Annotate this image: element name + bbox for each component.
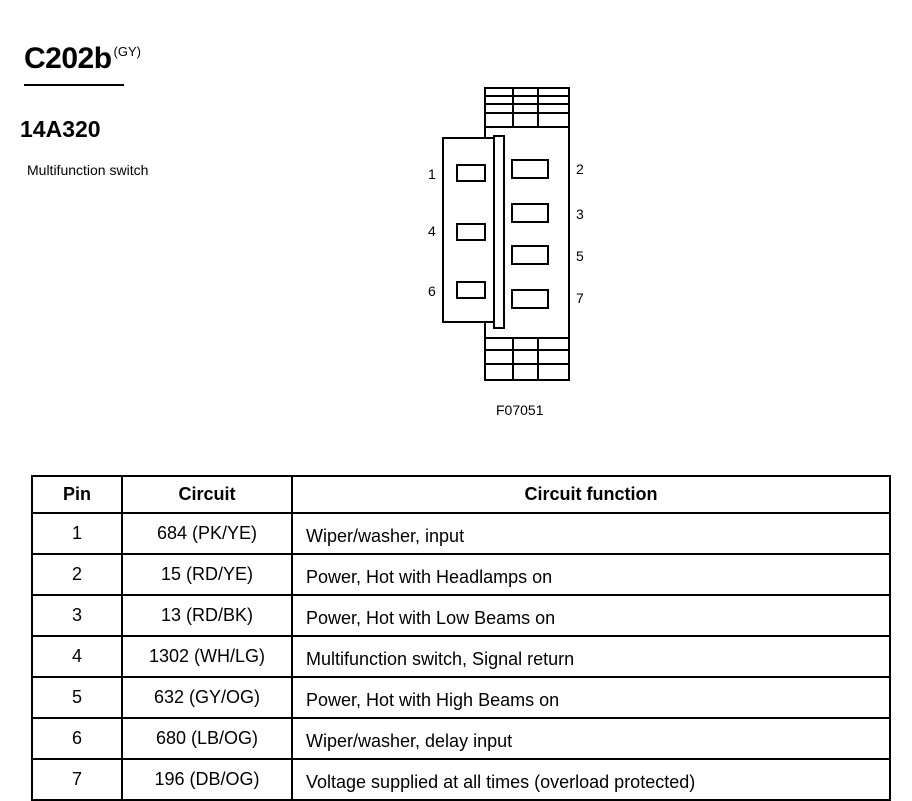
table-row: 4 1302 (WH/LG) Multifunction switch, Sig…: [31, 635, 891, 678]
function-cell: Voltage supplied at all times (overload …: [291, 758, 891, 801]
circuit-cell: 632 (GY/OG): [121, 676, 293, 719]
cavity-2: [511, 159, 549, 179]
circuit-cell: 680 (LB/OG): [121, 717, 293, 760]
header-circuit-function: Circuit function: [291, 475, 891, 514]
table-row: 1 684 (PK/YE) Wiper/washer, input: [31, 512, 891, 555]
function-cell: Power, Hot with High Beams on: [291, 676, 891, 719]
pin-table: Pin Circuit Circuit function 1 684 (PK/Y…: [31, 475, 891, 801]
part-name: Multifunction switch: [27, 162, 149, 178]
top-lock-grid: [485, 88, 569, 128]
pin-label-5: 5: [576, 248, 584, 264]
pin-cell: 2: [31, 553, 123, 596]
pin-label-2: 2: [576, 161, 584, 177]
function-cell: Wiper/washer, input: [291, 512, 891, 555]
header-circuit: Circuit: [121, 475, 293, 514]
cavity-1: [456, 164, 486, 182]
pin-cell: 6: [31, 717, 123, 760]
connector-color: (GY): [113, 44, 141, 59]
cavity-3: [511, 203, 549, 223]
connector-id: C202b: [24, 42, 112, 75]
pin-label-4: 4: [428, 223, 436, 239]
part-number: 14A320: [20, 116, 101, 142]
pin-label-1: 1: [428, 166, 436, 182]
cavity-6: [456, 281, 486, 299]
pin-label-6: 6: [428, 283, 436, 299]
function-cell: Power, Hot with Headlamps on: [291, 553, 891, 596]
table-row: 2 15 (RD/YE) Power, Hot with Headlamps o…: [31, 553, 891, 596]
pin-cell: 1: [31, 512, 123, 555]
table-row: 7 196 (DB/OG) Voltage supplied at all ti…: [31, 758, 891, 801]
latch-bar: [493, 135, 505, 329]
title-underline: [24, 84, 124, 86]
table-row: 6 680 (LB/OG) Wiper/washer, delay input: [31, 717, 891, 760]
circuit-cell: 15 (RD/YE): [121, 553, 293, 596]
header-pin: Pin: [31, 475, 123, 514]
pin-cell: 7: [31, 758, 123, 801]
function-cell: Wiper/washer, delay input: [291, 717, 891, 760]
table-row: 5 632 (GY/OG) Power, Hot with High Beams…: [31, 676, 891, 719]
connector-diagram: 1 2 3 4 5 6 7 F07051: [428, 87, 584, 418]
figure-id: F07051: [496, 402, 544, 418]
cavity-5: [511, 245, 549, 265]
cavity-4: [456, 223, 486, 241]
table-header-row: Pin Circuit Circuit function: [31, 475, 891, 514]
pin-label-7: 7: [576, 290, 584, 306]
function-cell: Multifunction switch, Signal return: [291, 635, 891, 678]
cavity-7: [511, 289, 549, 309]
circuit-cell: 196 (DB/OG): [121, 758, 293, 801]
function-cell: Power, Hot with Low Beams on: [291, 594, 891, 637]
pin-cell: 3: [31, 594, 123, 637]
circuit-cell: 13 (RD/BK): [121, 594, 293, 637]
pin-cell: 4: [31, 635, 123, 678]
circuit-cell: 1302 (WH/LG): [121, 635, 293, 678]
bottom-lock-grid: [485, 337, 569, 380]
pin-label-3: 3: [576, 206, 584, 222]
pin-cell: 5: [31, 676, 123, 719]
circuit-cell: 684 (PK/YE): [121, 512, 293, 555]
table-row: 3 13 (RD/BK) Power, Hot with Low Beams o…: [31, 594, 891, 637]
connector-title: C202b(GY): [24, 42, 141, 76]
